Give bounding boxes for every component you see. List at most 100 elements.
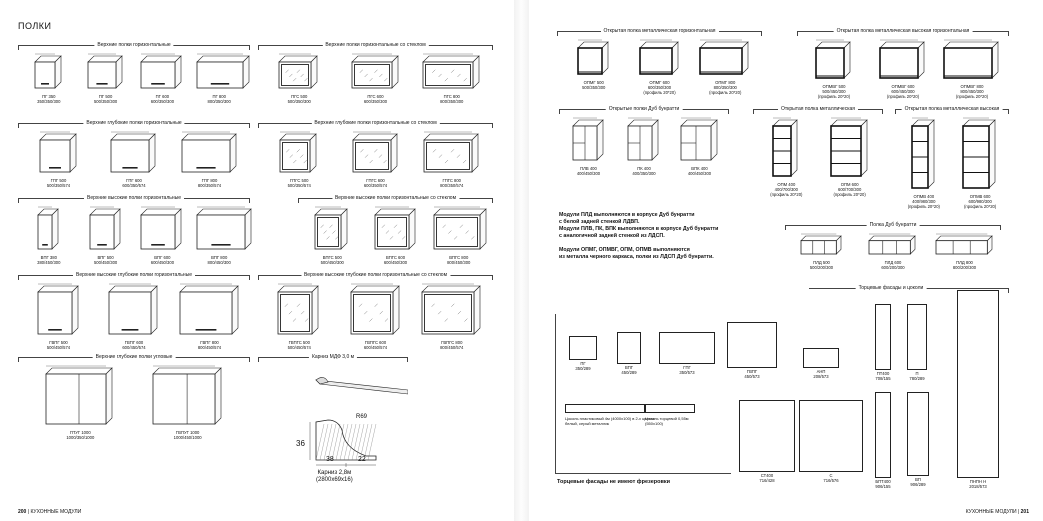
plinth-caption: Цоколь пластиковый 4м (4000х100) в 2-х ц… [565, 416, 655, 426]
module-size: 500/350/300 [93, 99, 118, 104]
module-profile: (профиль 20*20) [907, 204, 940, 209]
module-code: ВПГ 380 [40, 255, 57, 260]
module-size: 500/200/300 [809, 265, 834, 270]
facade-panel [907, 304, 927, 370]
section-header: Открытая полка металлическая высокая [895, 104, 1009, 114]
section-header: Открытая полка металлическая высокая гор… [797, 26, 1009, 36]
module-drawing [934, 233, 993, 255]
section-label: Верхние высокие полки горизонтальные [84, 193, 184, 203]
module-size: 600/700/300 [838, 187, 862, 192]
module-drawing [772, 117, 799, 177]
facade-panel [799, 400, 863, 472]
page-number: 201 [1020, 509, 1029, 515]
module-code: ОПМГ 800 [715, 80, 736, 85]
module-code: ГПУГ 1000 [69, 430, 91, 435]
module-profile: (профиль 20*20) [955, 94, 989, 99]
module-size: 800/450/574 [197, 345, 222, 350]
module-code: ВПГ 600 [154, 255, 171, 260]
module-drawing [433, 206, 487, 250]
module-size: 500/450/300 [822, 89, 846, 94]
section-label: Верхние глубокие полки горизонтальные [83, 118, 185, 128]
facade-panel [803, 348, 839, 368]
facade-code: С [829, 473, 833, 478]
section-header: Верхние высокие глубокие полки горизонта… [18, 270, 250, 280]
section-label: Верхние высокие глубокие полки горизонта… [73, 270, 195, 280]
module-size: 500/450/574 [287, 345, 311, 350]
module-drawing [423, 131, 479, 173]
footer-left: 200 | КУХОННЫЕ МОДУЛИ [18, 509, 81, 515]
module-size: 800/350/574 [197, 183, 222, 188]
module-drawing [815, 39, 851, 79]
left-page: ПОЛКИ Верхние полки горизонтальные ПГ 350… [0, 0, 514, 521]
module-drawing [349, 283, 400, 335]
section-label: Верхние высокие глубокие полки горизонта… [300, 270, 451, 280]
module-code: ГВПГС 800 [441, 340, 463, 345]
page-number: 200 [18, 509, 27, 515]
page-title: ПОЛКИ [18, 21, 52, 31]
module-drawing [108, 283, 158, 335]
facade-panel [875, 304, 891, 370]
module-drawing [627, 117, 659, 161]
module-drawing [151, 365, 222, 425]
facade-code: ГПГ [683, 365, 691, 370]
module-profile: (профиль 20*20) [833, 192, 866, 197]
module-drawing [829, 117, 868, 177]
module-code: ГПГ 800 [201, 178, 218, 183]
module-size: 600/450/300 [383, 260, 408, 265]
module-code: ПГ 350 [42, 94, 56, 99]
section-header: Открытые полки Дуб бунратти [559, 104, 729, 114]
module-size: 400/350/300 [632, 171, 656, 176]
section: Верхние глубокие полки горизонтальные со… [258, 118, 493, 190]
facade-code: СТ400 [760, 473, 774, 478]
module-size: 600/450/574 [122, 345, 146, 350]
section: Открытая полка металлическая горизонталь… [557, 26, 762, 98]
module-size: 400/700/300 [774, 187, 798, 192]
module-size: 800/350/300 [713, 85, 737, 90]
section-label: Верхние полки горизонтальные [94, 40, 174, 50]
module-drawing [180, 131, 237, 173]
module-drawing [571, 117, 604, 161]
section-label: Верхние глубокие полки угловые [92, 352, 176, 362]
module-code: ПЛВ 400 [580, 166, 597, 171]
module-drawing [86, 53, 123, 89]
module-drawing [638, 39, 679, 75]
section-label: Верхние высокие полки горизонтальные со … [331, 193, 460, 203]
module-code: ВПГС 500 [322, 255, 342, 260]
note-line: с аналогичной задней стенкой из ЛДСП. [559, 233, 665, 239]
module-drawing [196, 53, 250, 89]
module-size: 500/350/574 [287, 183, 311, 188]
module-drawing [277, 283, 319, 335]
module-code: ВПК 400 [691, 166, 708, 171]
section-label: Полка Дуб бунратти [866, 220, 920, 230]
module-size: 500/450/574 [46, 345, 71, 350]
module-size: 500/350/574 [46, 183, 71, 188]
module-code: ПГ 800 [212, 94, 226, 99]
module-drawing [679, 117, 718, 161]
module-code: ГПГ 500 [50, 178, 67, 183]
module-code: ОПМВ 400 [913, 194, 935, 199]
module-code: ГПГ 600 [126, 178, 142, 183]
facade-size: 350/573 [679, 370, 695, 375]
module-drawing [350, 53, 399, 89]
module-code: ГВПГС 500 [288, 340, 310, 345]
module-drawing [799, 233, 842, 255]
facade-code: ГВПГ [746, 369, 758, 374]
module-code: ГВПГС 600 [364, 340, 387, 345]
module-drawing [962, 117, 996, 189]
